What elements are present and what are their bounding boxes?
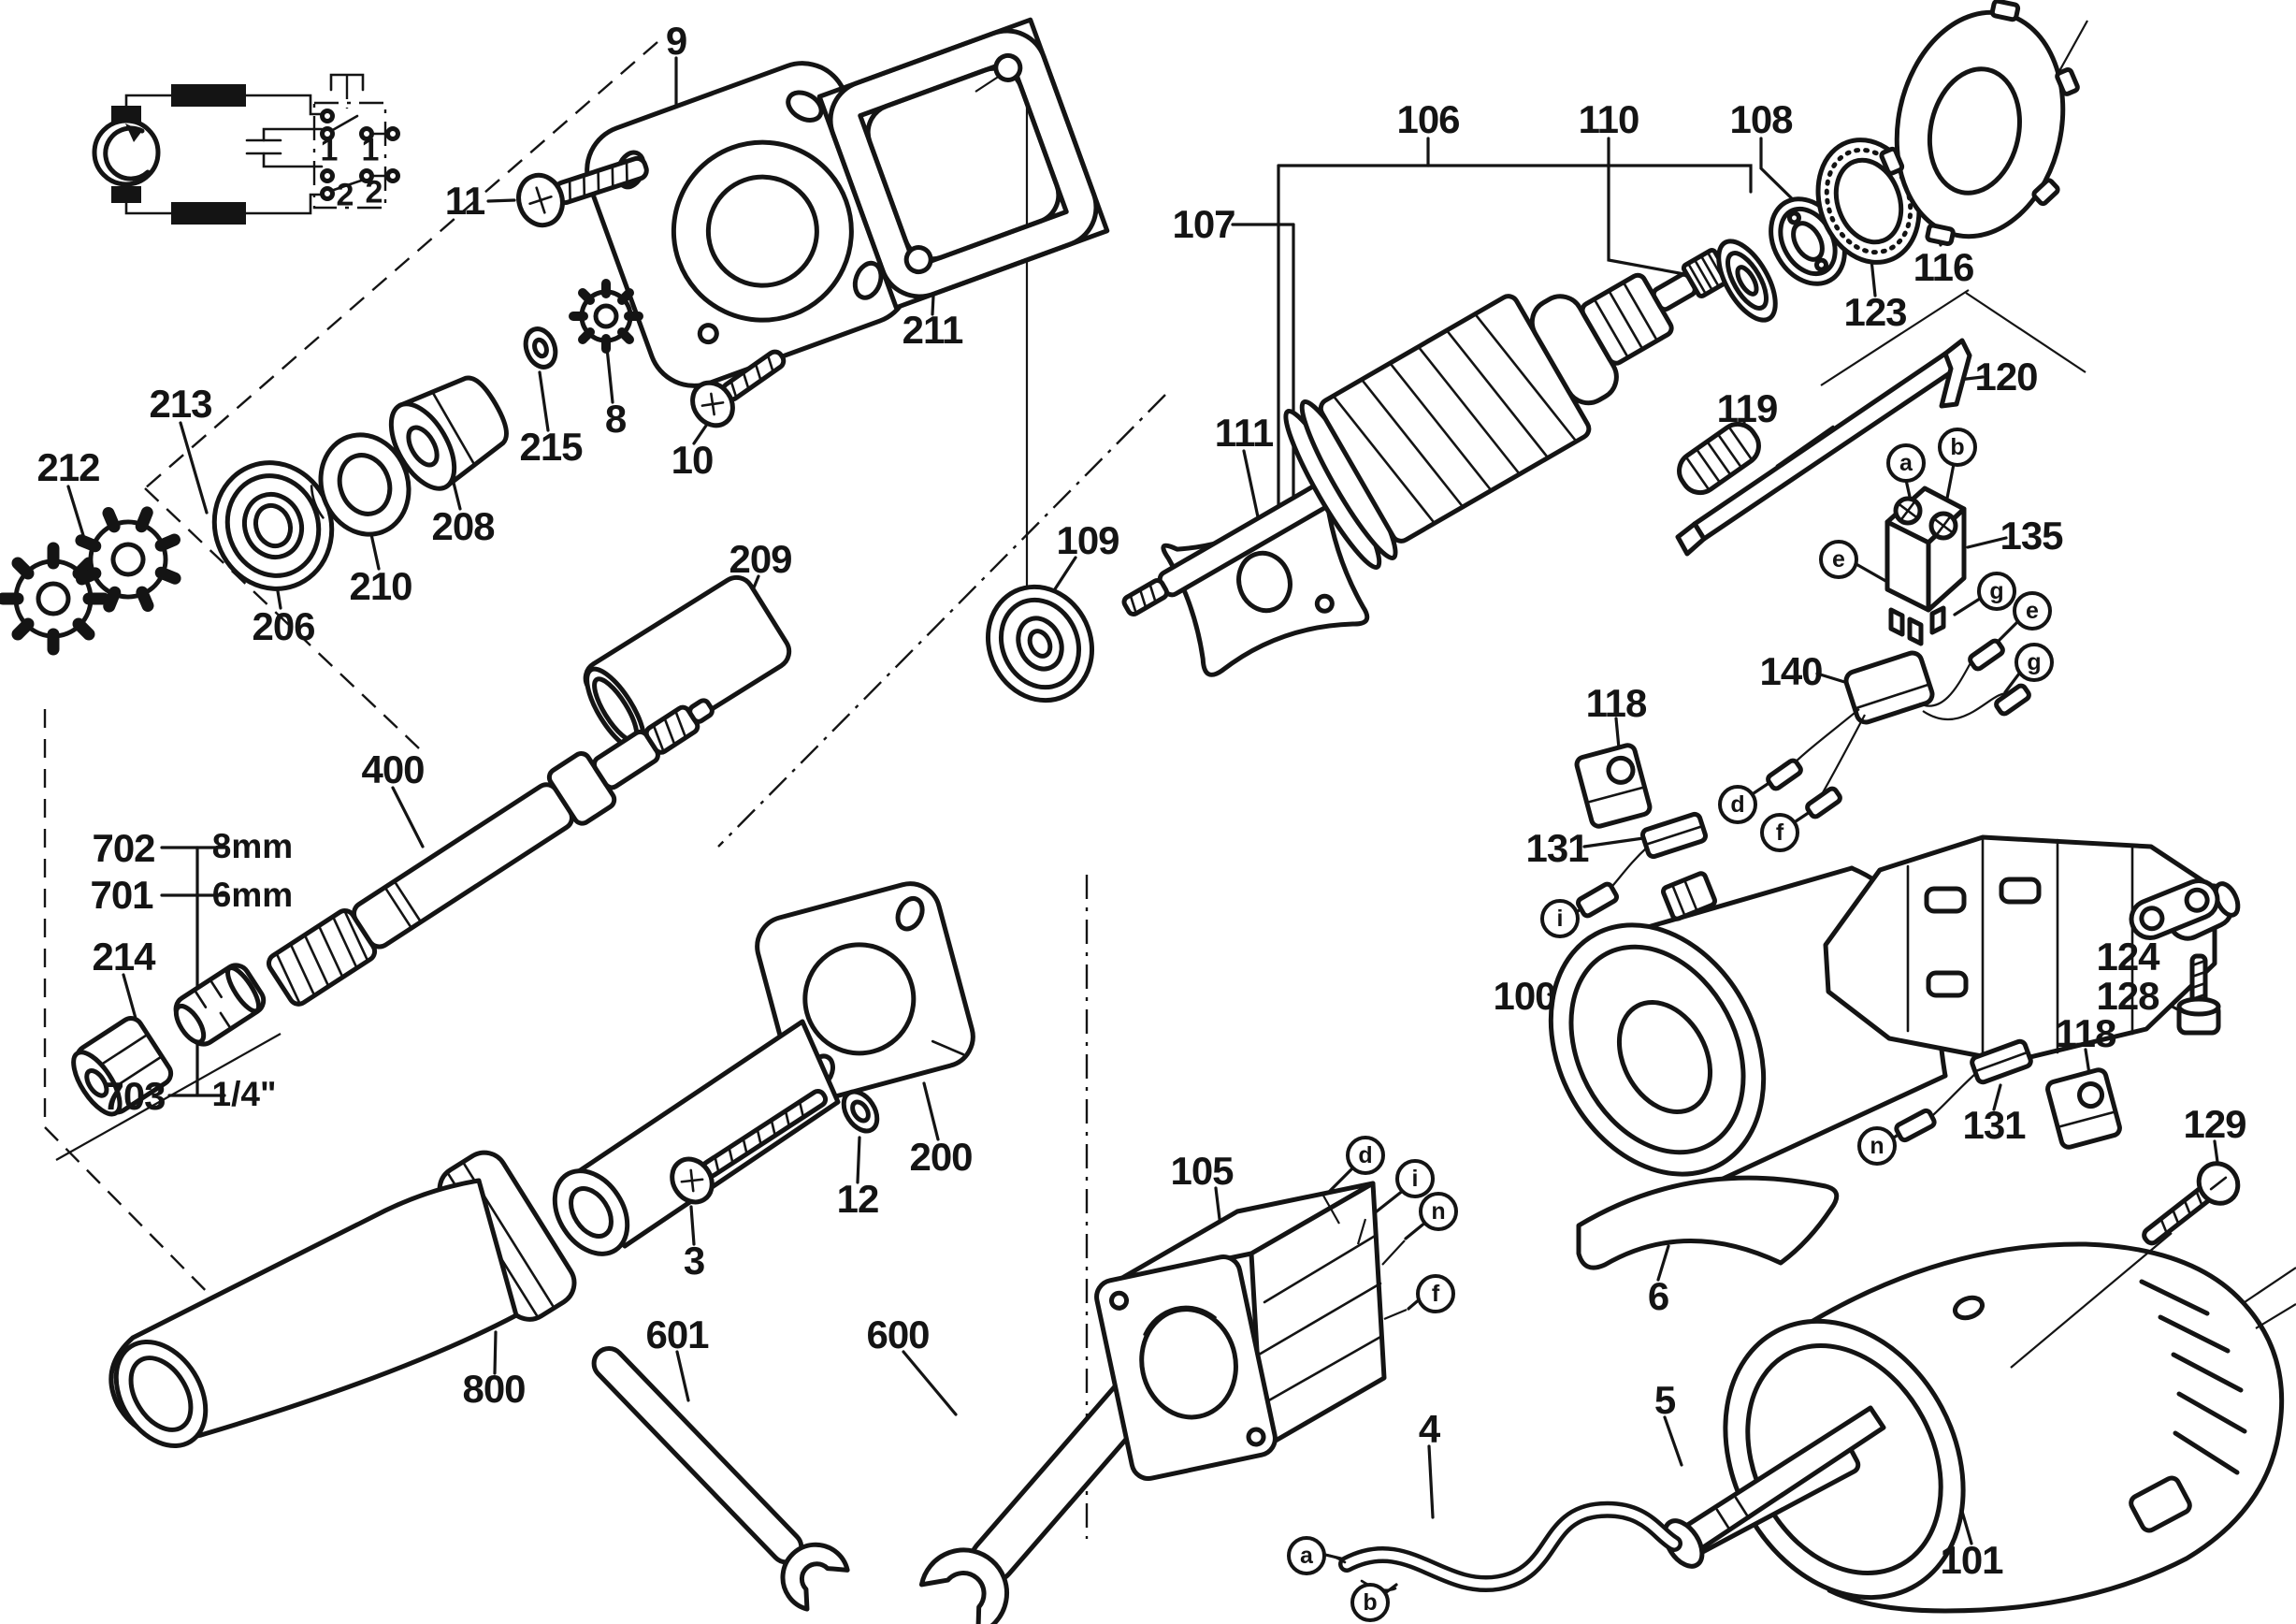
rotation-arrow-icon <box>125 123 142 142</box>
bearing-109 <box>985 584 1095 703</box>
power-cord-4 <box>1313 1501 1682 1593</box>
ring-210 <box>310 432 412 537</box>
wrench-600 <box>918 1359 1170 1624</box>
vent-slots <box>2129 1279 2247 1533</box>
bearing-110 <box>1716 239 1778 323</box>
sleeve-209 <box>583 574 792 755</box>
gasket-211 <box>816 17 1110 311</box>
cover-ring-116 <box>1879 0 2080 247</box>
screw-128 <box>2176 953 2221 1036</box>
washer-215 <box>523 326 558 370</box>
rubber-nose-800 <box>108 1150 577 1449</box>
spindle-400 <box>266 698 715 1007</box>
housing-101 <box>1675 1241 2296 1614</box>
screw-10 <box>690 349 787 428</box>
collet-nut-214 <box>71 1016 174 1117</box>
brush-holder-118b <box>2045 1067 2122 1150</box>
bearing-206 <box>211 460 335 591</box>
brush-cap-119 <box>1677 421 1761 496</box>
collet-nut-208 <box>388 375 509 491</box>
link-plate-124 <box>2129 878 2220 940</box>
cord-guard-5 <box>1662 1405 1886 1569</box>
field-coil-symbol <box>171 84 246 107</box>
screw-11 <box>516 155 649 228</box>
switch-135 <box>1884 486 1967 646</box>
field-stator-105 <box>1094 1181 1408 1482</box>
cover-plate-6 <box>1576 1175 1840 1270</box>
wrench-601 <box>591 1346 850 1612</box>
switch-symbol-box <box>312 101 387 210</box>
field-coil-symbol <box>171 202 246 225</box>
wiring-schematic <box>92 73 400 225</box>
gears-212 <box>0 506 181 656</box>
brush-spring-bar-120 <box>1675 338 1972 557</box>
spindle-housing-200 <box>552 881 975 1256</box>
terminal-lug-e <box>1968 638 2005 672</box>
cord-wire-b <box>1360 1579 1397 1592</box>
capacitor-140 <box>1766 638 2031 819</box>
bearing-flange-9 <box>585 61 912 388</box>
collet-701-702 <box>173 963 267 1047</box>
gear-8 <box>569 279 643 354</box>
terminal-lug-g <box>1994 683 2031 717</box>
connector-131b <box>1894 1038 2033 1143</box>
armature-106 <box>1121 247 1744 616</box>
brush-holder-118 <box>1574 743 1653 829</box>
bearing-108 <box>1769 196 1847 286</box>
motor-housing-100 <box>1548 865 1948 1183</box>
connector-131 <box>1576 811 1709 919</box>
terminal-lug-d <box>1766 758 1803 791</box>
washer-12 <box>841 1089 880 1134</box>
screw-3 <box>670 1088 829 1205</box>
terminal-lug-f <box>1805 786 1842 819</box>
screw-129 <box>2142 1161 2241 1246</box>
